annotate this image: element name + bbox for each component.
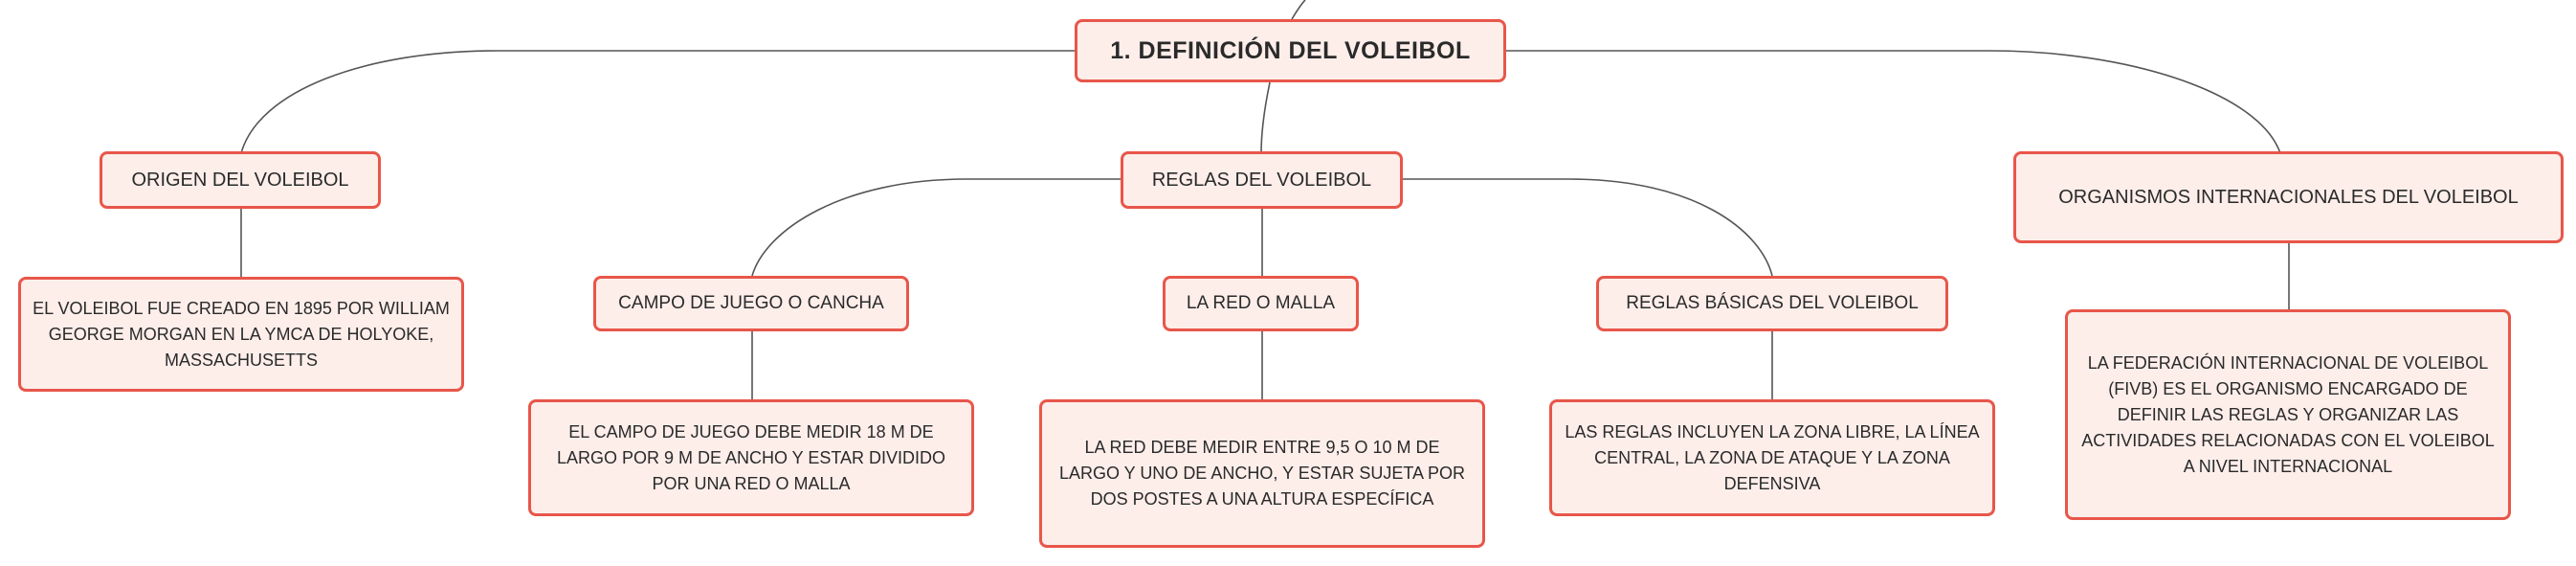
connector-root-orgs [1506, 50, 2281, 154]
court-detail-node[interactable]: EL CAMPO DE JUEGO DEBE MEDIR 18 M DE LAR… [528, 399, 974, 516]
origin-detail-text: EL VOLEIBOL FUE CREADO EN 1895 POR WILLI… [33, 298, 450, 370]
origin-label: ORIGEN DEL VOLEIBOL [131, 169, 349, 191]
origin-node[interactable]: ORIGEN DEL VOLEIBOL [100, 151, 381, 209]
net-label: LA RED O MALLA [1186, 293, 1336, 313]
court-detail-text: EL CAMPO DE JUEGO DEBE MEDIR 18 M DE LAR… [556, 421, 946, 493]
organizations-node[interactable]: ORGANISMOS INTERNACIONALES DEL VOLEIBOL [2013, 151, 2564, 243]
connector-rules-basic [1403, 178, 1773, 277]
net-node[interactable]: LA RED O MALLA [1163, 276, 1359, 331]
basic-rules-label: REGLAS BÁSICAS DEL VOLEIBOL [1626, 293, 1919, 313]
organizations-detail-text: LA FEDERACIÓN INTERNACIONAL DE VOLEIBOL … [2081, 352, 2495, 476]
rules-node[interactable]: REGLAS DEL VOLEIBOL [1121, 151, 1403, 209]
root-node[interactable]: 1. DEFINICIÓN DEL VOLEIBOL [1075, 19, 1506, 82]
organizations-detail-node[interactable]: LA FEDERACIÓN INTERNACIONAL DE VOLEIBOL … [2065, 309, 2511, 520]
basic-rules-detail-text: LAS REGLAS INCLUYEN LA ZONA LIBRE, LA LÍ… [1565, 421, 1980, 493]
origin-detail-node[interactable]: EL VOLEIBOL FUE CREADO EN 1895 POR WILLI… [18, 277, 464, 392]
connector-root-rules [1260, 81, 1271, 154]
connector-root-top [1291, 0, 1306, 20]
connector-root-origin [240, 50, 1075, 154]
rules-label: REGLAS DEL VOLEIBOL [1151, 169, 1372, 191]
organizations-label: ORGANISMOS INTERNACIONALES DEL VOLEIBOL [2058, 186, 2519, 208]
basic-rules-detail-node[interactable]: LAS REGLAS INCLUYEN LA ZONA LIBRE, LA LÍ… [1549, 399, 1995, 516]
net-detail-text: LA RED DEBE MEDIR ENTRE 9,5 O 10 M DE LA… [1058, 438, 1466, 509]
basic-rules-node[interactable]: REGLAS BÁSICAS DEL VOLEIBOL [1596, 276, 1948, 331]
net-detail-node[interactable]: LA RED DEBE MEDIR ENTRE 9,5 O 10 M DE LA… [1039, 399, 1485, 548]
court-node[interactable]: CAMPO DE JUEGO O CANCHA [593, 276, 909, 331]
court-label: CAMPO DE JUEGO O CANCHA [618, 293, 884, 313]
connector-rules-court [751, 178, 1121, 277]
root-title: 1. DEFINICIÓN DEL VOLEIBOL [1110, 36, 1471, 64]
